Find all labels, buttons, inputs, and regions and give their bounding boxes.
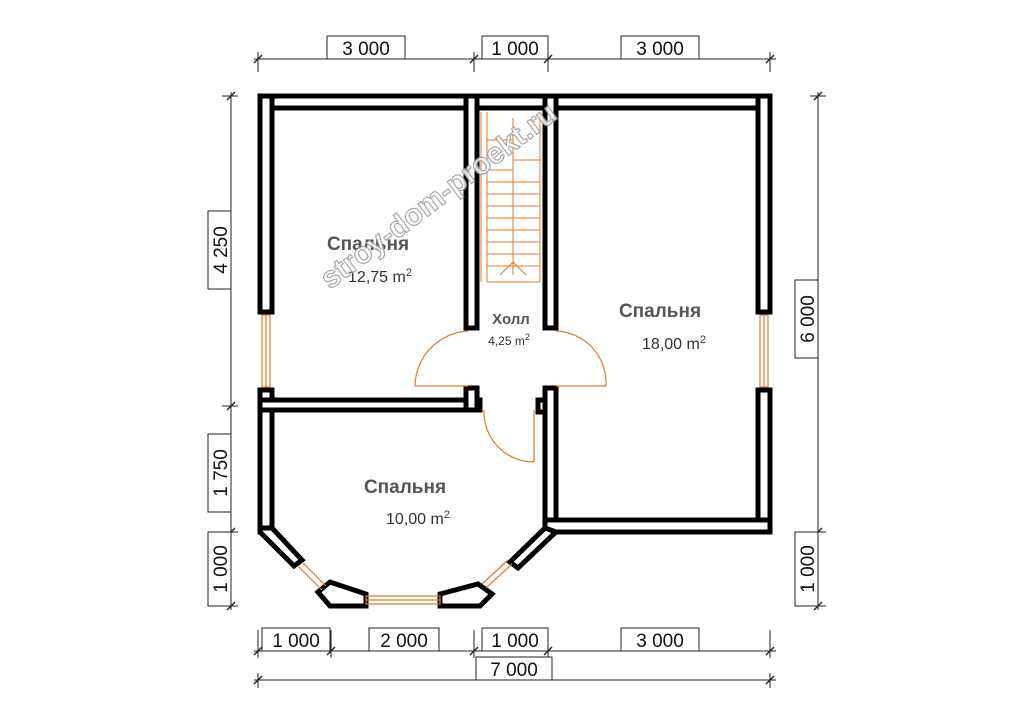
dim-total: 7 000 [490,660,538,681]
dim-left-2: 1 750 [211,449,232,497]
dim-bottom-4: 3 000 [636,631,684,652]
room-area-bedroom-top-left: 12,75 m2 [348,267,412,286]
room-area-bedroom-bottom: 10,00 m2 [386,509,450,528]
dimension-boxes [207,35,819,681]
dim-top-3: 3 000 [636,39,684,60]
dim-right-1: 6 000 [798,295,819,343]
dim-right-2: 1 000 [798,545,819,593]
walls [257,93,773,609]
dim-bottom-2: 2 000 [380,631,428,652]
doors [414,330,607,463]
room-name-bedroom-top-left: Спальня [327,234,409,255]
room-name-bedroom-bottom: Спальня [364,477,446,498]
room-name-bedroom-right: Спальня [619,301,701,322]
room-area-hall: 4,25 m2 [488,332,530,348]
room-area-bedroom-right: 18,00 m2 [642,334,706,353]
dim-left-1: 4 250 [211,226,232,274]
windows [261,314,769,605]
dim-top-1: 3 000 [342,39,390,60]
staircase [480,112,541,283]
dim-bottom-3: 1 000 [491,631,539,652]
dim-bottom-1: 1 000 [272,631,320,652]
room-name-hall: Холл [492,311,530,328]
dim-top-2: 1 000 [491,39,539,60]
dim-left-3: 1 000 [211,545,232,593]
